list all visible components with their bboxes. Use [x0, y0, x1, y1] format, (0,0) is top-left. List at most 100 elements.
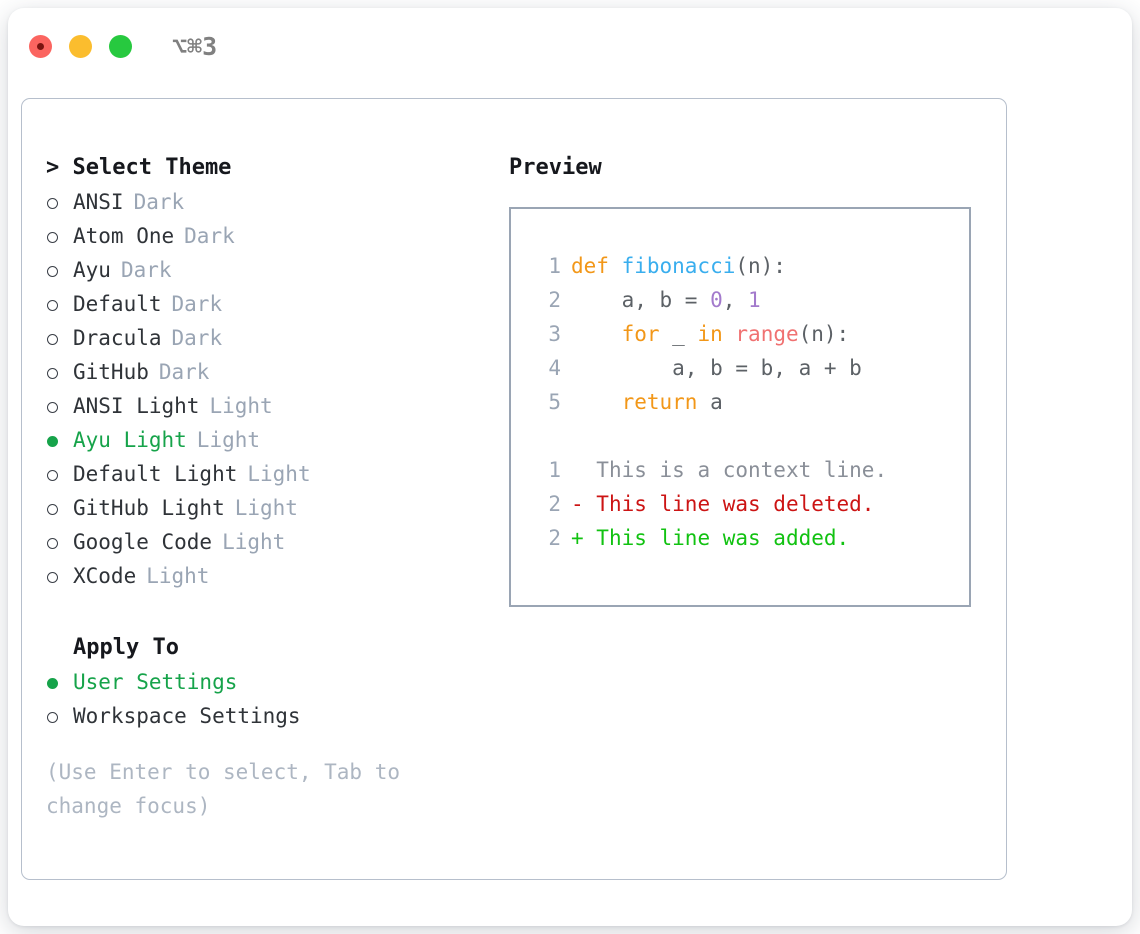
diff-marker: - — [571, 492, 584, 516]
theme-option-label: Dracula — [73, 326, 162, 350]
radio-unselected-icon — [46, 187, 73, 221]
radio-unselected-icon — [46, 221, 73, 255]
code-token-num: 1 — [748, 288, 761, 312]
diff-line-deleted: 2- This line was deleted. — [527, 487, 961, 521]
theme-option-ayu[interactable]: Ayu Dark — [46, 253, 476, 287]
minimize-window-button[interactable] — [69, 35, 92, 58]
code-line-text: def fibonacci(n): — [571, 249, 786, 283]
theme-option-github-light[interactable]: GitHub Light Light — [46, 491, 476, 525]
theme-option-ansi-light[interactable]: ANSI Light Light — [46, 389, 476, 423]
diff-marker: + — [571, 526, 584, 550]
code-token-plain — [571, 322, 622, 346]
title-bar: ⌥⌘3 — [8, 8, 1132, 86]
code-token-plain: a, b = b, a + b — [571, 356, 862, 380]
theme-option-xcode[interactable]: XCode Light — [46, 559, 476, 593]
theme-option-atom-one[interactable]: Atom One Dark — [46, 219, 476, 253]
theme-option-tag: Dark — [171, 326, 223, 350]
code-line: 3 for _ in range(n): — [527, 317, 961, 351]
theme-option-tag: Light — [234, 496, 298, 520]
code-line: 5 return a — [527, 385, 961, 419]
code-line: 4 a, b = b, a + b — [527, 351, 961, 385]
radio-selected-icon — [46, 425, 73, 459]
radio-unselected-icon — [46, 255, 73, 289]
theme-option-tag: Dark — [133, 190, 185, 214]
code-line-number: 5 — [548, 390, 561, 414]
keyboard-shortcut-label: ⌥⌘3 — [172, 32, 218, 61]
theme-option-label: Default Light — [73, 462, 238, 486]
code-token-plain — [723, 322, 736, 346]
theme-option-label: ANSI Light — [73, 394, 200, 418]
theme-option-default-light[interactable]: Default Light Light — [46, 457, 476, 491]
diff-line-added: 2+ This line was added. — [527, 521, 961, 555]
code-token-kw: in — [697, 322, 723, 346]
theme-option-tag: Light — [222, 530, 286, 554]
theme-option-label: GitHub — [73, 360, 149, 384]
theme-option-tag: Light — [146, 564, 210, 588]
code-token-num: 0 — [710, 288, 723, 312]
code-line-text: a, b = b, a + b — [571, 351, 862, 385]
apply-to-option-workspace-settings[interactable]: Workspace Settings — [46, 699, 476, 733]
code-line-number: 3 — [548, 322, 561, 346]
code-token-kw: return — [621, 390, 698, 414]
code-token-call: range — [735, 322, 799, 346]
theme-option-label: Ayu — [73, 258, 111, 282]
code-line: 1 def fibonacci(n): — [527, 249, 961, 283]
theme-option-label: Atom One — [73, 224, 175, 248]
preview-heading: Preview — [509, 155, 602, 180]
theme-option-dracula[interactable]: Dracula Dark — [46, 321, 476, 355]
keyboard-hint-text: (Use Enter to select, Tab to change focu… — [46, 760, 413, 818]
code-token-plain: (n): — [735, 254, 786, 278]
theme-option-tag: Dark — [184, 224, 235, 248]
diff-marker — [571, 453, 584, 487]
theme-option-label: Default — [73, 292, 162, 316]
diff-line-text: This line was deleted. — [583, 492, 875, 516]
code-token-plain: _ — [659, 322, 698, 346]
radio-unselected-icon — [46, 527, 73, 561]
diff-sample: 1 This is a context line.2- This line wa… — [527, 453, 961, 555]
radio-unselected-icon — [46, 391, 73, 425]
theme-option-tag: Dark — [158, 360, 210, 384]
theme-option-tag: Light — [209, 394, 273, 418]
code-line-number: 2 — [548, 288, 561, 312]
theme-option-tag: Light — [196, 428, 261, 452]
maximize-window-button[interactable] — [109, 35, 132, 58]
theme-option-label: XCode — [73, 564, 137, 588]
code-token-fn: fibonacci — [621, 254, 736, 278]
diff-line-context: 1 This is a context line. — [527, 453, 961, 487]
radio-unselected-icon — [46, 323, 73, 357]
theme-option-tag: Light — [247, 462, 311, 486]
diff-line-number: 2 — [548, 492, 561, 516]
code-token-plain: a, b = — [571, 288, 711, 312]
theme-option-tag: Dark — [120, 258, 172, 282]
select-theme-heading: > Select Theme — [46, 155, 232, 180]
radio-unselected-icon — [46, 289, 73, 323]
code-line-number: 1 — [548, 254, 561, 278]
diff-line-number: 1 — [548, 458, 561, 482]
apply-to-option-label: Workspace Settings — [73, 704, 301, 728]
code-line: 2 a, b = 0, 1 — [527, 283, 961, 317]
radio-selected-icon — [46, 667, 73, 701]
code-token-plain: a — [697, 390, 723, 414]
apply-to-option-user-settings[interactable]: User Settings — [46, 665, 476, 699]
close-window-button[interactable] — [29, 35, 52, 58]
code-line-text: return a — [571, 385, 723, 419]
diff-line-text: This is a context line. — [583, 458, 888, 482]
theme-option-label: GitHub Light — [73, 496, 225, 520]
diff-line-text: This line was added. — [583, 526, 850, 550]
code-line-text: for _ in range(n): — [571, 317, 850, 351]
apply-to-heading: Apply To — [73, 635, 179, 660]
radio-unselected-icon — [46, 701, 73, 735]
theme-option-github[interactable]: GitHub Dark — [46, 355, 476, 389]
radio-unselected-icon — [46, 493, 73, 527]
